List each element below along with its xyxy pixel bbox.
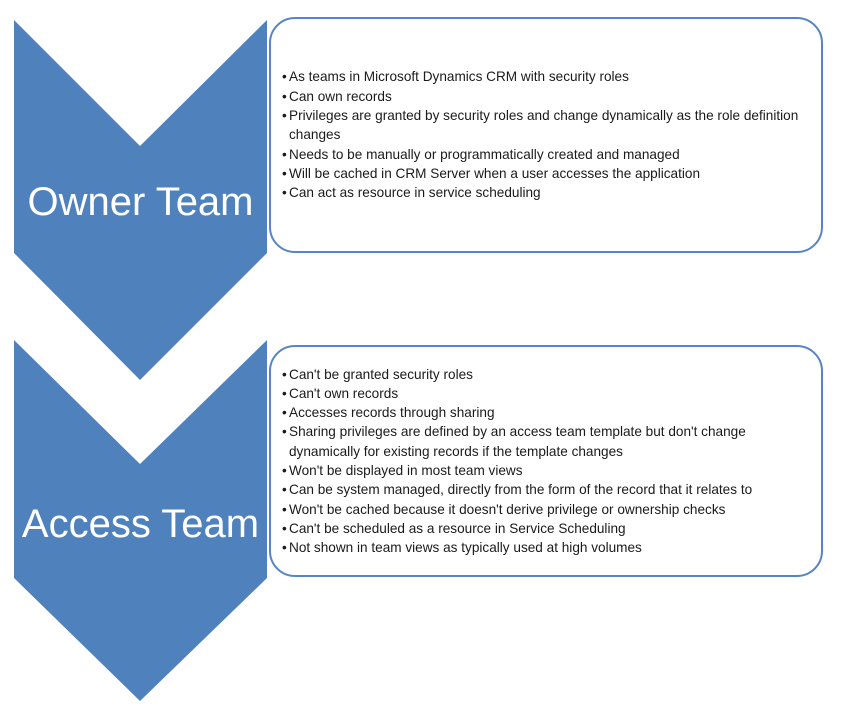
bullet-item: • Won't be cached because it doesn't der… — [282, 500, 813, 519]
access-team-panel: • Can't be granted security roles • Can'… — [269, 345, 823, 577]
bullet-item: • Needs to be manually or programmatical… — [282, 145, 813, 164]
owner-team-panel: • As teams in Microsoft Dynamics CRM wit… — [269, 17, 823, 253]
owner-team-chevron — [14, 20, 267, 380]
bullet-marker: • — [282, 482, 287, 498]
bullet-text: Accesses records through sharing — [289, 405, 495, 421]
bullet-marker: • — [282, 540, 287, 556]
bullet-text: Can't own records — [289, 385, 399, 401]
bullet-marker: • — [282, 501, 287, 517]
bullet-item: • Accesses records through sharing — [282, 403, 813, 422]
bullet-item: • Can't be scheduled as a resource in Se… — [282, 519, 813, 538]
access-team-title: Access Team — [21, 502, 260, 546]
bullet-item: • Can't own records — [282, 384, 813, 403]
bullet-text: Can own records — [289, 88, 392, 104]
owner-team-title: Owner Team — [27, 180, 254, 224]
bullet-item: • As teams in Microsoft Dynamics CRM wit… — [282, 67, 813, 86]
bullet-marker: • — [282, 385, 287, 401]
bullet-text: Won't be cached because it doesn't deriv… — [289, 501, 726, 517]
access-team-bullet-list: • Can't be granted security roles • Can'… — [282, 365, 813, 558]
bullet-item: • Can be system managed, directly from t… — [282, 480, 813, 499]
bullet-text: As teams in Microsoft Dynamics CRM with … — [289, 69, 629, 85]
bullet-text: Needs to be manually or programmatically… — [289, 146, 680, 162]
bullet-text: Not shown in team views as typically use… — [289, 540, 642, 556]
bullet-item: • Can't be granted security roles — [282, 365, 813, 384]
bullet-marker: • — [282, 69, 287, 85]
bullet-item: • Sharing privileges are defined by an a… — [282, 422, 813, 461]
bullet-item: • Can own records — [282, 87, 813, 106]
bullet-marker: • — [282, 463, 287, 478]
bullet-item: • Can act as resource in service schedul… — [282, 183, 813, 202]
bullet-item: • Will be cached in CRM Server when a us… — [282, 164, 813, 183]
bullet-item: • Not shown in team views as typically u… — [282, 538, 813, 557]
bullet-text: Won't be displayed in most team views — [289, 463, 523, 478]
bullet-marker: • — [282, 165, 287, 181]
bullet-text: Can't be scheduled as a resource in Serv… — [289, 520, 626, 536]
bullet-text: Can be system managed, directly from the… — [289, 482, 753, 498]
bullet-marker: • — [282, 424, 287, 440]
bullet-text: Sharing privileges are defined by an acc… — [289, 424, 746, 459]
bullet-marker: • — [282, 88, 287, 104]
bullet-item: • Won't be displayed in most team views — [282, 461, 813, 480]
bullet-marker: • — [282, 520, 287, 536]
bullet-text: Can't be granted security roles — [289, 366, 473, 382]
access-team-chevron — [14, 340, 267, 701]
bullet-text: Can act as resource in service schedulin… — [289, 185, 541, 201]
bullet-marker: • — [282, 108, 287, 124]
bullet-text: Privileges are granted by security roles… — [289, 108, 799, 143]
bullet-marker: • — [282, 405, 287, 421]
owner-team-bullet-list: • As teams in Microsoft Dynamics CRM wit… — [282, 67, 813, 202]
bullet-marker: • — [282, 185, 287, 201]
bullet-marker: • — [282, 366, 287, 382]
bullet-marker: • — [282, 146, 287, 162]
bullet-text: Will be cached in CRM Server when a user… — [289, 165, 701, 181]
bullet-item: • Privileges are granted by security rol… — [282, 106, 813, 145]
